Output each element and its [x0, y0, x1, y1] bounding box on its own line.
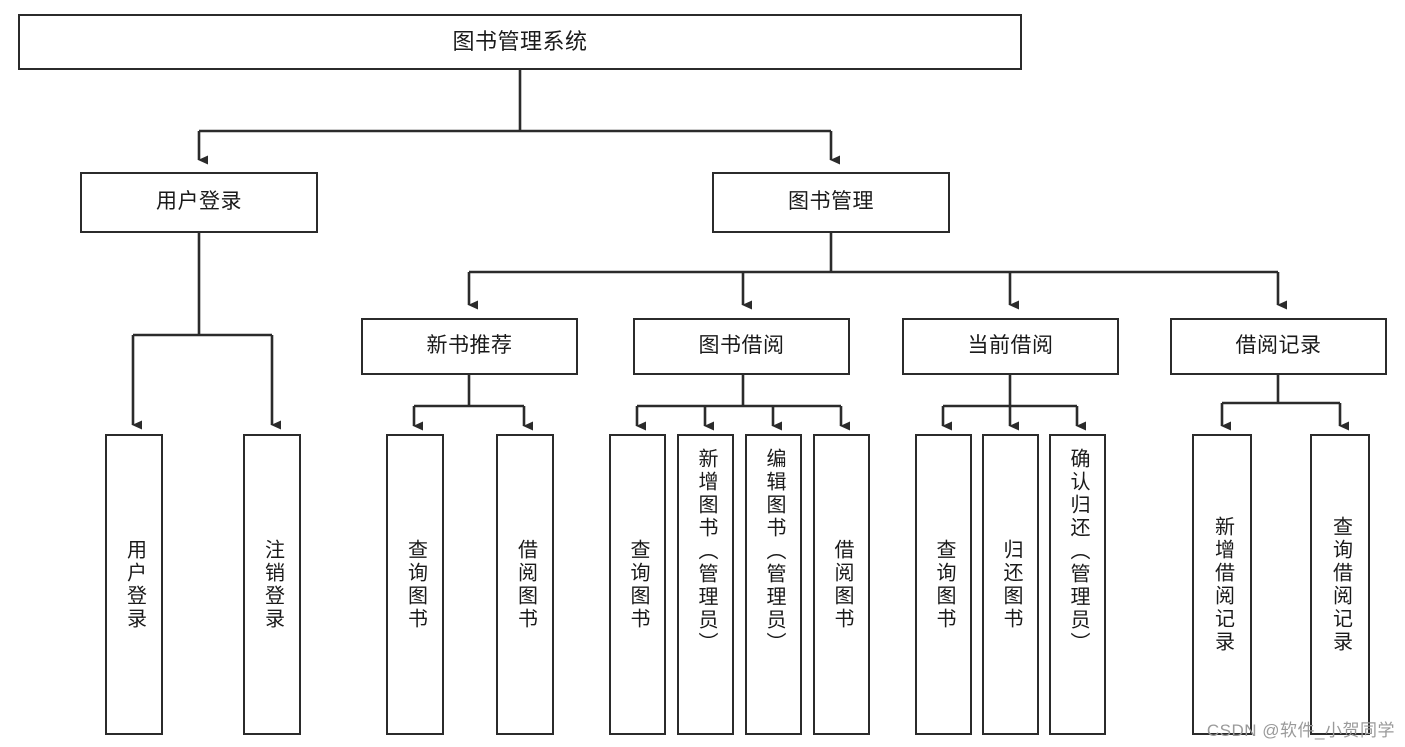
node-label: 当前借阅: [967, 334, 1054, 358]
leaf-borrow-borrow-book[interactable]: 借阅图书: [813, 434, 870, 735]
node-new-book-recommend[interactable]: 新书推荐: [361, 318, 578, 375]
node-borrow-record[interactable]: 借阅记录: [1170, 318, 1387, 375]
node-label: 图书管理系统: [452, 29, 588, 55]
leaf-borrow-query-book[interactable]: 查询图书: [609, 434, 666, 735]
leaf-user-login[interactable]: 用户登录: [105, 434, 163, 735]
leaf-current-return-book[interactable]: 归还图书: [982, 434, 1039, 735]
leaf-record-query-record[interactable]: 查询借阅记录: [1310, 434, 1370, 735]
node-label: 编辑图书（管理员）: [763, 448, 785, 655]
node-label: 借阅图书: [514, 538, 537, 631]
leaf-borrow-edit-book[interactable]: 编辑图书（管理员）: [745, 434, 802, 735]
node-label: 查询图书: [933, 538, 955, 631]
leaf-current-query-book[interactable]: 查询图书: [915, 434, 972, 735]
node-label: 查询借阅记录: [1329, 515, 1352, 654]
node-label: 图书借阅: [698, 334, 785, 358]
node-label: 借阅图书: [831, 538, 853, 631]
node-label: 注销登录: [261, 538, 284, 631]
node-book-borrow[interactable]: 图书借阅: [633, 318, 850, 375]
node-label: 查询图书: [627, 538, 649, 631]
leaf-record-add-record[interactable]: 新增借阅记录: [1192, 434, 1252, 735]
leaf-newbook-borrow-book[interactable]: 借阅图书: [496, 434, 554, 735]
node-label: 确认归还（管理员）: [1067, 448, 1089, 655]
node-current-borrow[interactable]: 当前借阅: [902, 318, 1119, 375]
leaf-current-confirm-return[interactable]: 确认归还（管理员）: [1049, 434, 1106, 735]
node-label: 新增图书（管理员）: [695, 448, 717, 655]
node-label: 归还图书: [1000, 538, 1022, 631]
node-label: 用户登录: [123, 538, 146, 631]
node-label: 借阅记录: [1235, 334, 1322, 358]
node-user-login[interactable]: 用户登录: [80, 172, 318, 233]
watermark-text: CSDN @软件_小贺同学: [1206, 721, 1395, 740]
node-label: 查询图书: [404, 538, 427, 631]
node-label: 用户登录: [156, 190, 242, 214]
node-label: 图书管理: [788, 190, 874, 214]
leaf-borrow-add-book[interactable]: 新增图书（管理员）: [677, 434, 734, 735]
node-label: 新增借阅记录: [1211, 515, 1234, 654]
node-label: 新书推荐: [426, 334, 513, 358]
node-book-management[interactable]: 图书管理: [712, 172, 950, 233]
node-root-system[interactable]: 图书管理系统: [18, 14, 1022, 70]
leaf-newbook-query-book[interactable]: 查询图书: [386, 434, 444, 735]
leaf-logout[interactable]: 注销登录: [243, 434, 301, 735]
